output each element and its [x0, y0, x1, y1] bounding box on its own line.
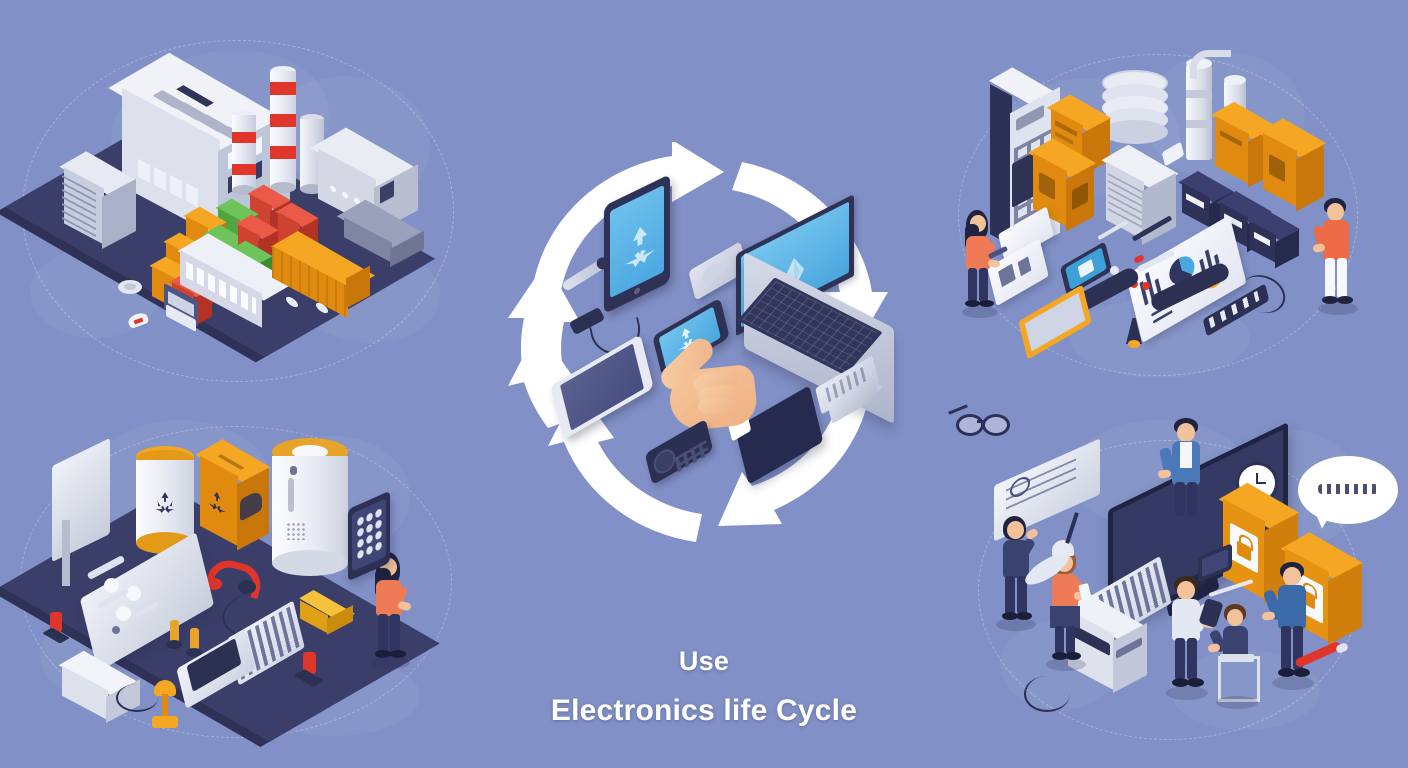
component-bead [1110, 266, 1119, 275]
worker-male-carrying-box [1310, 198, 1364, 318]
title-block: Use Electronics life Cycle [0, 648, 1408, 726]
indicator [290, 466, 297, 475]
center-device-cluster [474, 142, 930, 562]
shirt-collar [1180, 442, 1192, 468]
cargo-truck-orange [258, 230, 378, 319]
appliance-cable [116, 684, 158, 712]
silo-unit [59, 151, 140, 254]
panel-knob [126, 586, 141, 601]
gold-stand [166, 620, 182, 652]
desk-lamp [1052, 512, 1090, 556]
gold-lamp [148, 680, 182, 732]
skirt [1050, 606, 1080, 628]
recycle-cylinder-large [272, 438, 348, 582]
panel-stand [62, 520, 70, 586]
arrow-left [508, 262, 580, 378]
panel-knob [104, 578, 119, 593]
quadrant-manufacturing [0, 18, 500, 398]
speaker-dots [286, 522, 306, 540]
speech-bubble-text [1318, 484, 1378, 494]
stool-seat [1220, 654, 1254, 662]
gold-bar [296, 589, 358, 635]
title-line-1: Use [678, 646, 730, 676]
recycle-icon [205, 484, 229, 521]
person-seated [1207, 604, 1264, 714]
fire-extinguisher [42, 612, 70, 644]
arrow-right [732, 162, 888, 347]
panel-dot [112, 626, 120, 634]
person-male-blue [1261, 562, 1322, 694]
headphones-red [205, 555, 265, 600]
smokestack-striped [270, 66, 296, 196]
safety-cone [126, 310, 150, 330]
fire-extinguisher [293, 652, 325, 687]
worker-female-tablet [954, 210, 1009, 318]
title-line-2: Electronics life Cycle [550, 694, 858, 727]
recycle-bin-cylinder [136, 446, 194, 562]
person-standing-male [1157, 418, 1216, 530]
recycle-icon [152, 490, 178, 516]
gold-stand [186, 628, 202, 660]
panel-knob [116, 606, 131, 621]
stacked-discs [1102, 70, 1168, 148]
component-bead-red [1142, 282, 1150, 290]
recycle-icon [620, 214, 660, 278]
cable-coil-inner [124, 283, 136, 290]
orange-frame [1018, 284, 1092, 360]
storage-tank-striped [232, 110, 256, 196]
funnel-tip [1128, 340, 1140, 348]
navy-shipping-box [1246, 209, 1304, 270]
recycle-box-orange [195, 439, 274, 562]
speech-bubble-tail [1310, 510, 1331, 530]
arrow-top [532, 142, 724, 298]
eyeglasses [948, 400, 1014, 436]
printer-cable [1024, 676, 1070, 712]
slot-vent [288, 478, 294, 512]
quadrant-distribution [930, 28, 1400, 398]
